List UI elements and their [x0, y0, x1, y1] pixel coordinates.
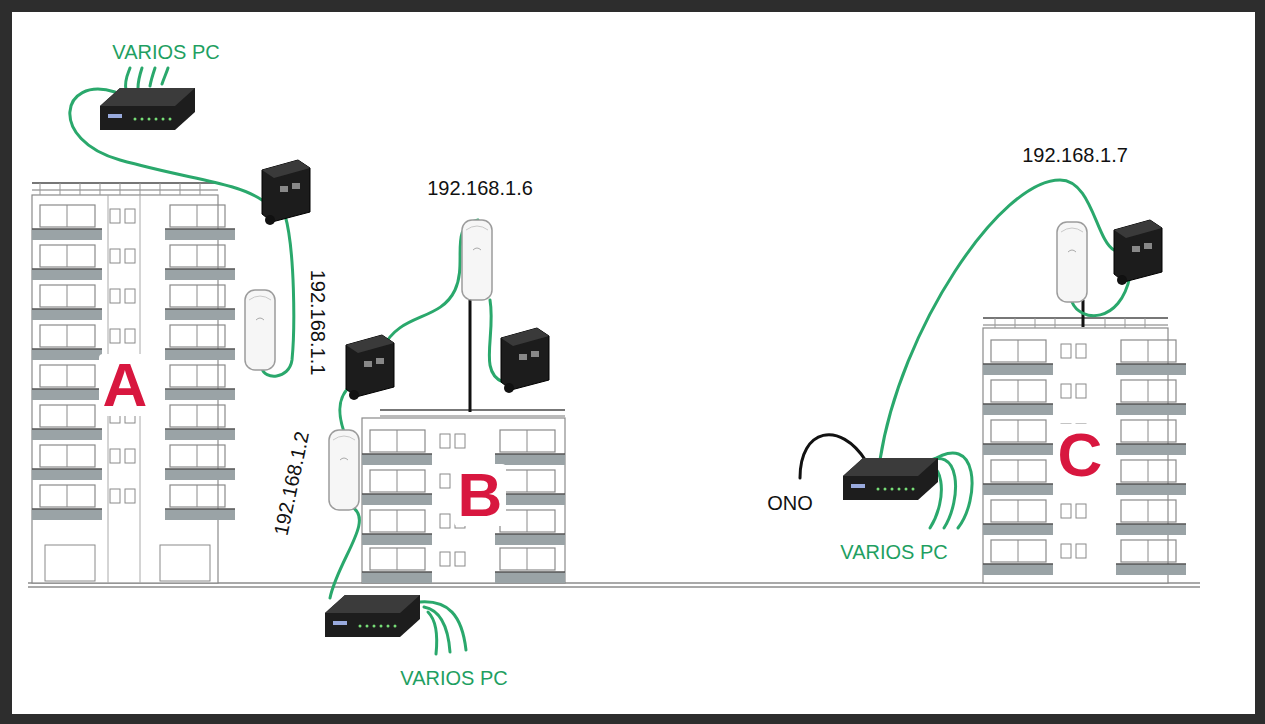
- poe-injector: [346, 335, 394, 400]
- pc-group-label: VARIOS PC: [400, 667, 507, 690]
- antenna: [245, 290, 275, 370]
- ip-address-label: ONO: [767, 492, 813, 514]
- poe-injector: [262, 160, 310, 225]
- pc-group-label: VARIOS PC: [840, 541, 947, 563]
- pc-group-label: VARIOS PC: [112, 41, 219, 63]
- ip-address-label: 192.168.1.1: [307, 269, 330, 375]
- network-cables: [70, 68, 1130, 654]
- building: B: [362, 418, 565, 583]
- ip-address-label: ONO: [767, 492, 813, 515]
- building-c: [983, 318, 1186, 583]
- ip-address-label: 192.168.1.6: [427, 177, 533, 199]
- poe-injector: [501, 328, 549, 393]
- building-a: [32, 183, 235, 583]
- ip-address-label: 192.168.1.7: [1022, 144, 1128, 166]
- antenna-poles: [470, 298, 1083, 412]
- poe-injector: [1114, 220, 1162, 285]
- ip-address-label: 192.168.1.7: [1022, 144, 1128, 167]
- building: A: [32, 195, 218, 583]
- switch: [325, 595, 420, 637]
- building-letter: C: [1054, 424, 1107, 486]
- antenna: [462, 220, 492, 300]
- pc-group-label: VARIOS PC: [840, 541, 947, 564]
- pc-group-label: VARIOS PC: [400, 667, 507, 689]
- building-b: [362, 410, 565, 583]
- ip-address-label: 192.168.1.1: [308, 269, 330, 375]
- building-letter: A: [99, 354, 152, 416]
- switch: [843, 458, 938, 500]
- building-letter: B: [454, 464, 507, 526]
- building: C: [983, 328, 1168, 583]
- antenna: [329, 430, 359, 510]
- antenna: [1057, 222, 1087, 302]
- devices: [100, 88, 1162, 637]
- switch: [100, 88, 195, 130]
- ip-address-label: 192.168.1.6: [427, 177, 533, 200]
- pc-group-label: VARIOS PC: [112, 41, 219, 64]
